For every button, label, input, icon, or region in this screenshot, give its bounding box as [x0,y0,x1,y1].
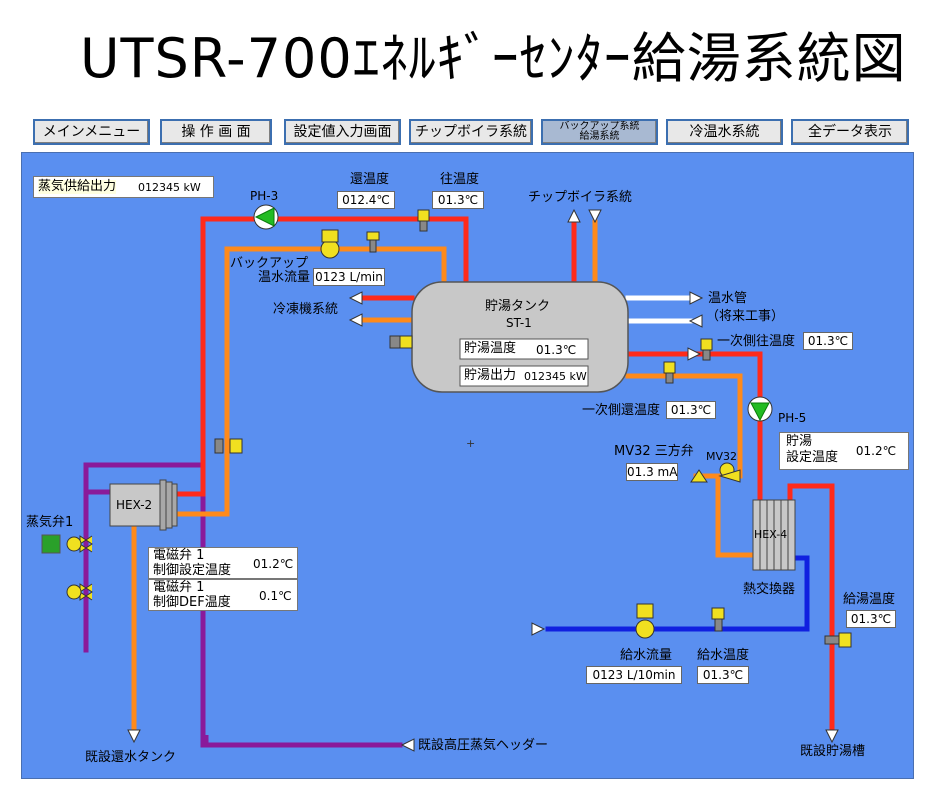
hot-water-pipe-label2: （将来工事） [706,309,785,324]
backup-flow-value: 0123 L/min [313,268,385,286]
primary-return-label: 一次側還温度 [582,403,661,418]
hex2-hot-pipe [172,216,469,497]
refrigerator-label: 冷凍機系統 [273,302,339,317]
solenoid2-value: 0.1℃ [259,589,292,603]
tank-output-value: 012345 kW [524,370,587,383]
solenoid1-label1: 電磁弁 1 [153,548,205,563]
existing-steam-header-label: 既設高圧蒸気ヘッダー [418,738,549,753]
hex2-label: HEX-2 [116,498,153,512]
cold-feed-pipe [545,555,810,632]
hex4-label: HEX-4 [754,528,788,541]
solenoid1-value: 01.2℃ [253,557,294,571]
primary-supply-value: 01.3℃ [803,332,853,350]
arrow-steam-header-icon [400,738,415,752]
return-temp-label: 還温度 [350,172,390,187]
arrow-future-out-icon [689,291,704,305]
existing-storage-label: 既設貯湯槽 [800,744,866,759]
mv32-valve-label: MV32 [706,450,738,463]
backup-flow-meter-icon [320,239,340,259]
supply-temp-label: 往温度 [440,172,480,187]
page-title: UTSR-700ｴﾈﾙｷﾞｰｾﾝﾀｰ給湯系統図 [80,27,907,90]
arrow-chip-boiler-in-icon [588,209,602,224]
nav-main-menu[interactable]: メインメニュー [33,119,150,145]
hot-supply-pipe [787,483,835,733]
primary-supply-sensor-icon [700,338,713,351]
hex2-temp-sensor-icon [214,438,224,454]
storage-setting-label2: 設定温度 [786,450,839,465]
hex2-body [109,483,163,527]
nav-backup-hot-water[interactable]: バックアップ系統 給湯系統 [541,119,658,145]
ph5-label: PH-5 [778,411,807,425]
arrow-refrigerator-in-icon [348,313,363,327]
nav-all-data[interactable]: 全データ表示 [791,119,909,145]
feed-temp-value: 01.3℃ [697,666,749,684]
mv32-value: 01.3 mA [626,463,678,481]
backup-flow-label1: バックアップ [230,256,309,271]
tank-id: ST-1 [506,316,532,330]
solenoid2-label1: 電磁弁 1 [153,580,205,595]
arrow-future-in-icon [688,314,703,328]
solenoid2-label2: 制御DEF温度 [153,595,231,610]
steam-valve-status-icon [41,534,61,554]
supply-temp-value: 01.3℃ [432,191,484,209]
nav-chilled-hot-water[interactable]: 冷温水系統 [666,119,783,145]
feed-flow-meter-icon [636,603,654,619]
tank-temp-sensor-icon [389,335,401,349]
arrow-cold-feed-icon [531,622,546,636]
feed-temp-label: 給水温度 [697,648,750,663]
tank-temp-label: 貯湯温度 [464,341,517,356]
feed-flow-label: 給水流量 [620,648,673,663]
arrow-return-tank-icon [127,729,141,744]
primary-return-value: 01.3℃ [666,401,716,419]
hot-water-pipe-label1: 温水管 [708,291,748,306]
hot-supply-temp-value: 01.3℃ [846,610,896,628]
storage-setting-label1: 貯湯 [786,434,813,449]
tank-temp-value: 01.3℃ [536,343,577,357]
arrow-refrigerator-out-icon [348,291,363,305]
steam-valve-label: 蒸気弁1 [26,515,74,530]
pump-ph5-icon [747,396,773,422]
storage-setting-value: 01.2℃ [850,443,902,461]
mv32-valve-icon [690,462,741,483]
solenoid-valve-icon [66,583,93,601]
arrow-storage-icon [825,729,839,744]
pump-ph3-icon [253,204,279,230]
solenoid1-def-box: 電磁弁 1 制御DEF温度 0.1℃ [148,579,298,611]
nav-operation-screen[interactable]: 操 作 画 面 [160,119,272,145]
backup-flow-label2: 温水流量 [258,270,311,285]
steam-output-label: 蒸気供給出力 [38,179,117,194]
tank-output-label: 貯湯出力 [464,368,517,383]
steam-valve-icon [66,535,93,553]
ph3-label: PH-3 [250,189,279,203]
steam-output-box: 蒸気供給出力 012345 kW [33,176,214,198]
primary-return-sensor-icon [663,361,676,374]
nav-chip-boiler[interactable]: チップボイラ系統 [409,119,533,145]
mv32-pipe [693,473,763,558]
mv32-label: MV32 三方弁 [614,444,694,459]
primary-supply-label: 一次側往温度 [717,334,796,349]
storage-setting-box: 貯湯 設定温度 01.2℃ [779,432,909,470]
solenoid1-setting-box: 電磁弁 1 制御設定温度 01.2℃ [148,547,298,579]
nav-setpoint-input[interactable]: 設定値入力画面 [284,119,401,145]
backup-temp-sensor-icon [366,231,380,241]
steam-pipe [203,735,403,748]
chip-boiler-label: チップボイラ系統 [528,190,633,205]
feed-temp-sensor-icon [711,607,725,620]
feed-flow-value: 0123 L/10min [586,666,682,684]
arrow-chip-boiler-out-icon [567,208,581,223]
steam-output-value: 012345 kW [138,181,201,194]
primary-return-pipe [625,373,743,479]
hot-supply-temp-label: 給湯温度 [843,592,896,607]
hot-supply-sensor-icon [824,635,840,645]
solenoid1-label2: 制御設定温度 [153,563,232,578]
tank-name: 貯湯タンク [485,299,551,314]
existing-return-tank-label: 既設還水タンク [85,750,177,765]
arrow-primary-supply-icon [687,347,702,361]
return-temp-sensor-icon [417,209,430,222]
heat-exchanger-label: 熱交換器 [743,582,796,597]
hex2-warm-pipe [172,246,447,517]
return-temp-value: 012.4℃ [337,191,395,209]
crosshair-cursor-icon: + [466,437,476,450]
